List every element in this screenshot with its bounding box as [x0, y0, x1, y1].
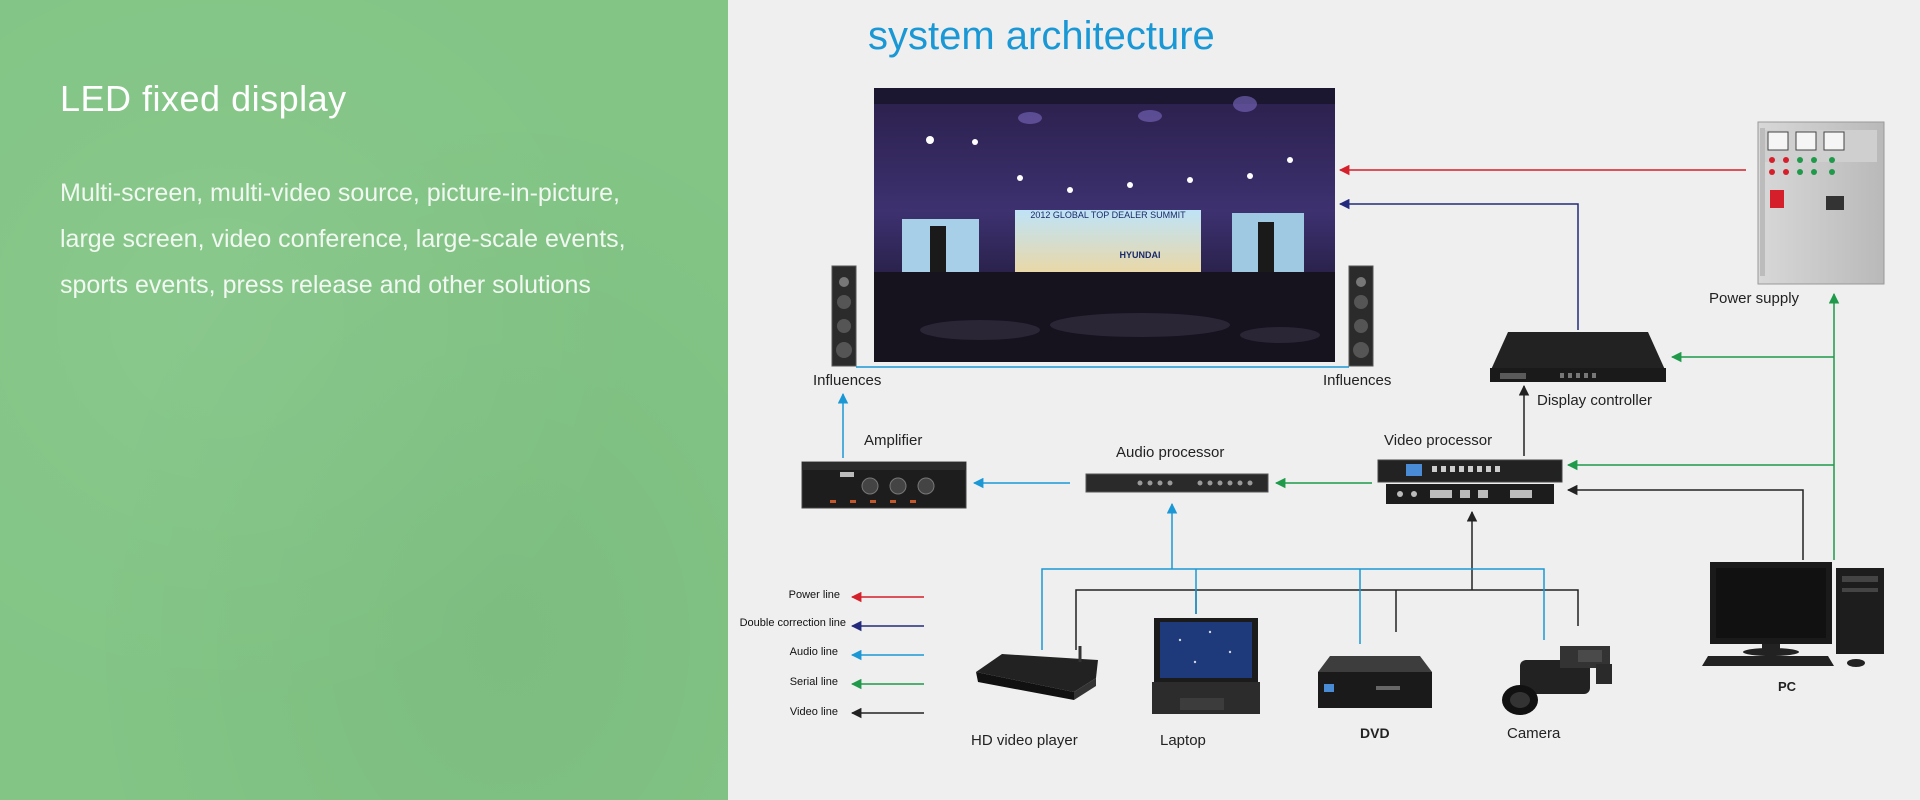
legend-label: Serial line — [790, 676, 838, 688]
legend-label: Double correction line — [740, 617, 846, 629]
svg-text:HYUNDAI: HYUNDAI — [1119, 250, 1160, 260]
diagram-title: system architecture — [868, 14, 1215, 58]
speaker-left — [831, 265, 857, 367]
label-camera: Camera — [1507, 725, 1561, 742]
led-screen-image: 2012 GLOBAL TOP DEALER SUMMIT HYUNDAI — [874, 88, 1335, 362]
label-hd-video-player: HD video player — [971, 732, 1078, 749]
label-video-processor: Video processor — [1384, 432, 1493, 449]
legend-item-double-correction-line: Double correction line — [740, 617, 924, 632]
left-description: Multi-screen, multi-video source, pictur… — [60, 179, 626, 299]
legend-item-power-line: Power line — [789, 589, 924, 603]
label-dvd: DVD — [1360, 725, 1390, 741]
legend-item-audio-line: Audio line — [790, 646, 924, 661]
label-laptop: Laptop — [1160, 732, 1206, 749]
label-audio-processor: Audio processor — [1116, 444, 1225, 461]
legend: Power line Double correction line Audio … — [740, 589, 924, 719]
legend-item-serial-line: Serial line — [790, 676, 924, 690]
legend-label: Audio line — [790, 646, 838, 658]
label-influences-left: Influences — [813, 372, 882, 389]
label-amplifier: Amplifier — [864, 432, 923, 449]
video-processor-device — [1377, 459, 1563, 504]
laptop-device — [1152, 618, 1260, 714]
label-pc: PC — [1778, 679, 1797, 694]
dvd-device — [1318, 656, 1432, 708]
legend-item-video-line: Video line — [790, 706, 924, 719]
label-influences-right: Influences — [1323, 372, 1392, 389]
label-display-controller: Display controller — [1537, 392, 1653, 409]
svg-text:2012 GLOBAL TOP DEALER SUMMIT: 2012 GLOBAL TOP DEALER SUMMIT — [1030, 210, 1186, 220]
audio-processor-device — [1085, 473, 1269, 493]
hd-video-player-device — [976, 646, 1098, 700]
display-controller-device — [1490, 332, 1666, 382]
camera-device — [1502, 646, 1612, 715]
left-panel: LED fixed display Multi-screen, multi-vi… — [0, 0, 728, 800]
pc-device — [1702, 562, 1884, 667]
legend-label: Video line — [790, 706, 838, 718]
power-supply-cabinet — [1757, 121, 1885, 285]
amplifier-device — [801, 461, 967, 509]
label-power-supply: Power supply — [1709, 290, 1800, 307]
legend-label: Power line — [789, 589, 840, 601]
left-title: LED fixed display — [60, 78, 347, 119]
speaker-right — [1348, 265, 1374, 367]
connections — [837, 164, 1840, 650]
